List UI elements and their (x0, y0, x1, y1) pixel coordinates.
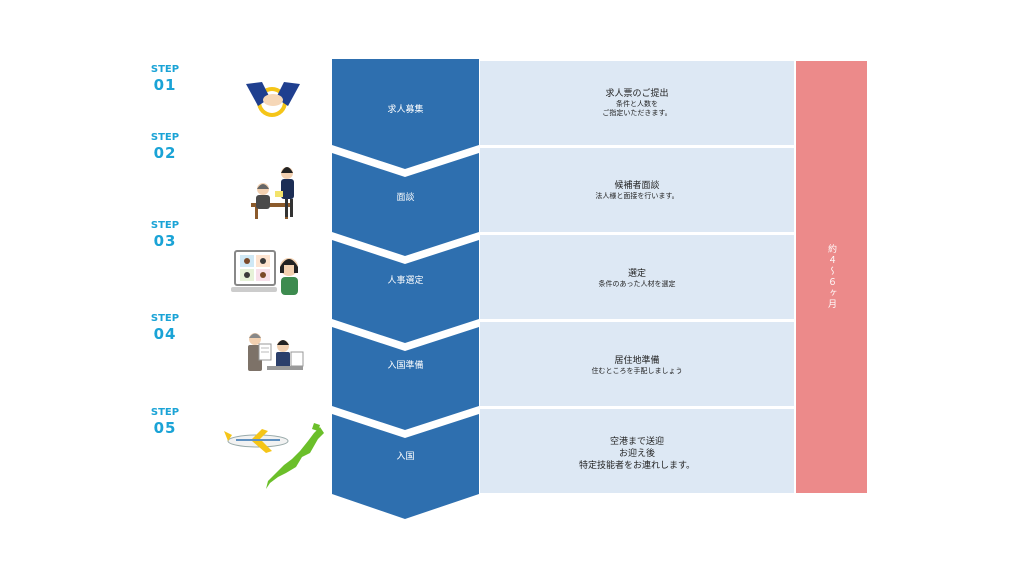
step-number: 02 (153, 144, 177, 162)
detail-title: 求人票のご提出 (605, 89, 669, 99)
detail-5: 空港まで送迎 お迎え後 特定技能者をお連れします。 (480, 436, 794, 472)
detail-4: 居住地準備 住むところを手配しましょう (480, 355, 794, 376)
interview-icon (251, 167, 294, 219)
step-word: STEP (150, 132, 180, 143)
phase-label-4: 入国準備 (387, 361, 424, 371)
step-number: 03 (153, 232, 177, 250)
phase-chevrons (332, 59, 479, 519)
step-label-03: STEP 03 (135, 220, 195, 250)
detail-desc: 住むところを手配しましょう (591, 367, 683, 375)
phase-chevron-2 (332, 153, 479, 256)
paperwork-icon (248, 333, 304, 371)
detail-title: 選定 (627, 269, 646, 279)
detail-panels (480, 61, 794, 493)
detail-title: 空港まで送迎 お迎え後 特定技能者をお連れします。 (578, 437, 696, 471)
step-word: STEP (150, 220, 180, 231)
step-word: STEP (150, 313, 180, 324)
detail-title: 居住地準備 (614, 356, 660, 366)
step-number: 05 (153, 419, 177, 437)
step-word: STEP (150, 64, 180, 75)
detail-2: 候補者面談 法人様と面接を行います。 (480, 180, 794, 201)
handshake-icon (246, 82, 300, 117)
phase-chevron-5 (332, 414, 479, 519)
detail-1: 求人票のご提出 条件と人数を ご指定いただきます。 (480, 88, 794, 118)
step-word: STEP (150, 407, 180, 418)
duration-label: 約４〜６ヶ月 (826, 244, 836, 310)
phase-chevron-1 (332, 59, 479, 169)
step-label-01: STEP 01 (135, 64, 195, 94)
phase-label-2: 面談 (396, 193, 415, 203)
phase-label-1: 求人募集 (387, 105, 424, 115)
step-label-05: STEP 05 (135, 407, 195, 437)
phase-chevron-3 (332, 240, 479, 343)
step-number: 04 (153, 325, 177, 343)
phase-label-3: 人事選定 (387, 276, 424, 286)
phase-label-5: 入国 (396, 452, 415, 462)
detail-desc: 条件のあった人材を選定 (598, 280, 676, 288)
airplane-japan-icon (224, 423, 324, 489)
phase-chevron-4 (332, 327, 479, 430)
duration-bar: 約４〜６ヶ月 (796, 61, 867, 493)
detail-3: 選定 条件のあった人材を選定 (480, 268, 794, 289)
video-call-icon (231, 250, 298, 295)
detail-desc: 条件と人数を ご指定いただきます。 (602, 100, 672, 117)
step-label-02: STEP 02 (135, 132, 195, 162)
step-label-04: STEP 04 (135, 313, 195, 343)
detail-desc: 法人様と面接を行います。 (595, 192, 679, 200)
detail-title: 候補者面談 (614, 181, 660, 191)
step-number: 01 (153, 76, 177, 94)
